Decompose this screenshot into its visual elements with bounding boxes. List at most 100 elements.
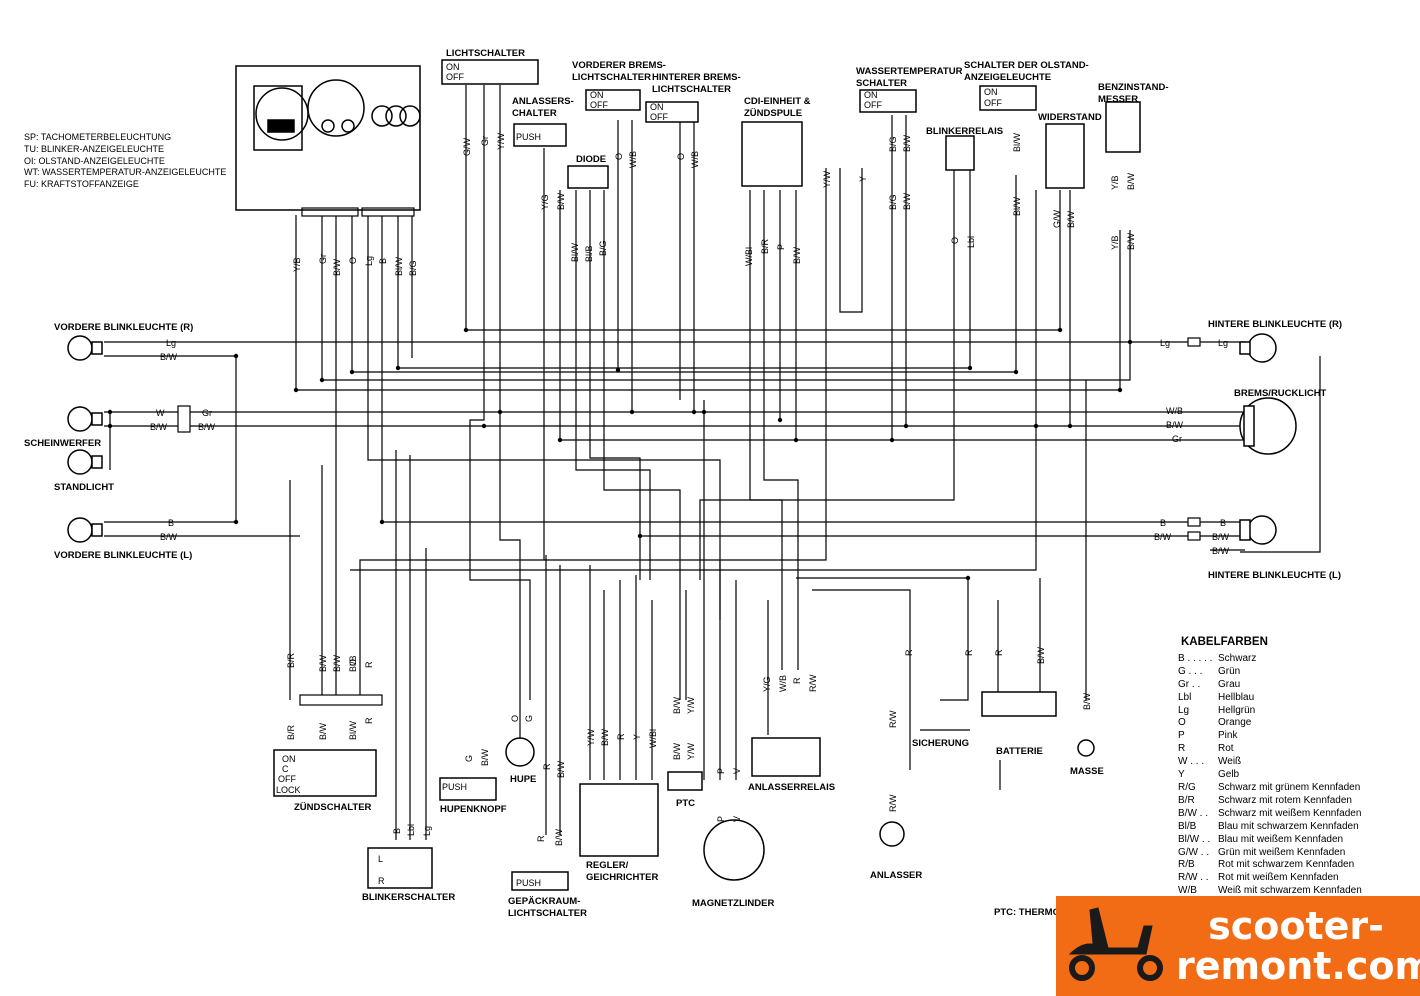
luggage-switch-icon [511,871,569,891]
component-notes: SP: TACHOMETERBELEUCHTUNG TU: BLINKER-AN… [24,132,226,191]
svg-text:L: L [378,854,383,864]
svg-text:Bl/W: Bl/W [570,242,580,262]
svg-text:Y: Y [632,734,642,740]
svg-text:B/W: B/W [1082,692,1092,710]
svg-text:R: R [616,733,626,740]
svg-text:G: G [524,715,534,722]
svg-text:B/W: B/W [792,246,802,264]
legend-name: Schwarz mit weißem Kennfaden [1218,807,1362,819]
temp-switch-label: WASSERTEMPERATUR [856,66,963,77]
svg-text:B: B [378,258,388,264]
svg-text:O: O [950,237,960,244]
svg-text:B: B [1160,518,1166,528]
junction-dots [107,327,1133,581]
svg-text:B/W: B/W [1126,232,1136,250]
note-line: FU: KRAFTSTOFFANZEIGE [24,179,139,190]
legend-code: W/B [1178,885,1197,897]
luggage-label: GEPÄCKRAUM- [508,896,580,907]
temp-switch-icon [859,89,917,113]
svg-text:B/W: B/W [198,422,216,432]
parking-label: STANDLICHT [54,482,114,493]
anlasser-switch-label: ANLASSERS- [512,96,574,107]
legend-code: B . . . . . [1178,652,1213,664]
battery-icon [981,691,1057,717]
svg-text:W/B: W/B [778,675,788,692]
svg-text:B/W: B/W [1154,532,1172,542]
svg-text:PUSH: PUSH [442,782,467,792]
battery-label: BATTERIE [996,746,1043,757]
starter-switch-icon [513,123,567,147]
wire-rear-return [1210,356,1321,553]
legend-code: P [1178,730,1185,742]
svg-text:Y/W: Y/W [496,132,506,150]
legend-row: B/W . .Schwarz mit weißem Kennfaden [1178,808,1378,821]
svg-text:O: O [510,715,520,722]
svg-text:B/W: B/W [1036,646,1046,664]
tail-label: BREMS/RUCKLICHT [1234,388,1327,399]
svg-text:G: G [464,755,474,762]
svg-text:Y/W: Y/W [686,742,696,760]
components [273,59,1141,891]
legend-name: Gelb [1218,769,1240,781]
svg-text:R: R [964,649,974,656]
legend-row: B . . . . .Schwarz [1178,653,1378,666]
svg-text:R: R [364,661,374,668]
svg-text:Lbl: Lbl [966,236,976,248]
svg-text:B/W: B/W [556,192,566,210]
wire-network [104,85,1321,840]
lichtschalter-label: LICHTSCHALTER [446,48,525,59]
svg-text:B/G: B/G [888,136,898,152]
logo-line-2: remont.com [1176,944,1420,988]
rear-left-indicator-icon [1247,515,1277,545]
svg-text:G/W: G/W [1052,209,1062,228]
legend-name: Grün mit weißem Kennfaden [1218,846,1346,858]
svg-text:B/W: B/W [332,654,342,672]
svg-text:C: C [282,764,289,774]
svg-text:R: R [904,649,914,656]
legend-name: Grau [1218,678,1241,690]
ptc-icon [667,771,703,791]
svg-text:Y/B: Y/B [292,257,302,272]
svg-text:Bl/W: Bl/W [394,256,404,276]
svg-text:ON: ON [446,62,460,72]
svg-text:B/W: B/W [902,134,912,152]
svg-text:R: R [536,835,546,842]
svg-text:Lg: Lg [364,256,374,266]
oil-switch-icon [979,85,1037,111]
logo-line-1: scooter- [1208,904,1384,948]
svg-text:SCHALTER: SCHALTER [856,78,907,89]
legend-code: Bl/B [1178,820,1197,832]
svg-text:ON: ON [282,754,296,764]
instrument-cluster [235,65,421,211]
fuse-label: SICHERUNG [912,738,969,749]
headlight-label: SCHEINWERFER [24,438,101,449]
front-left-indicator-icon [67,517,93,543]
legend-code: Lbl [1178,691,1192,703]
site-logo: scooter- remont.com [1056,896,1420,996]
svg-text:GEICHRICHTER: GEICHRICHTER [586,872,658,883]
light-switch-icon [441,59,539,85]
svg-text:B/W: B/W [332,258,342,276]
svg-text:B/R: B/R [286,652,296,668]
legend-name: Grün [1218,665,1241,677]
svg-text:O: O [614,153,624,160]
legend-code: Gr . . [1178,678,1201,690]
svg-text:P: P [776,244,786,250]
legend-name: Rot [1218,743,1234,755]
legend-title: KABELFARBEN [1181,636,1268,648]
legend-code: Bl/W . . [1178,833,1211,845]
svg-text:W/B: W/B [628,151,638,168]
svg-text:ON: ON [650,102,664,112]
svg-text:R/W: R/W [808,674,818,692]
svg-text:ZÜNDSPULE: ZÜNDSPULE [744,108,802,119]
svg-text:W/Bl: W/Bl [744,247,754,266]
fuel-sender-label: BENZINSTAND- [1098,82,1169,93]
legend-code: R/W . . [1178,872,1209,884]
svg-text:B: B [168,518,174,528]
